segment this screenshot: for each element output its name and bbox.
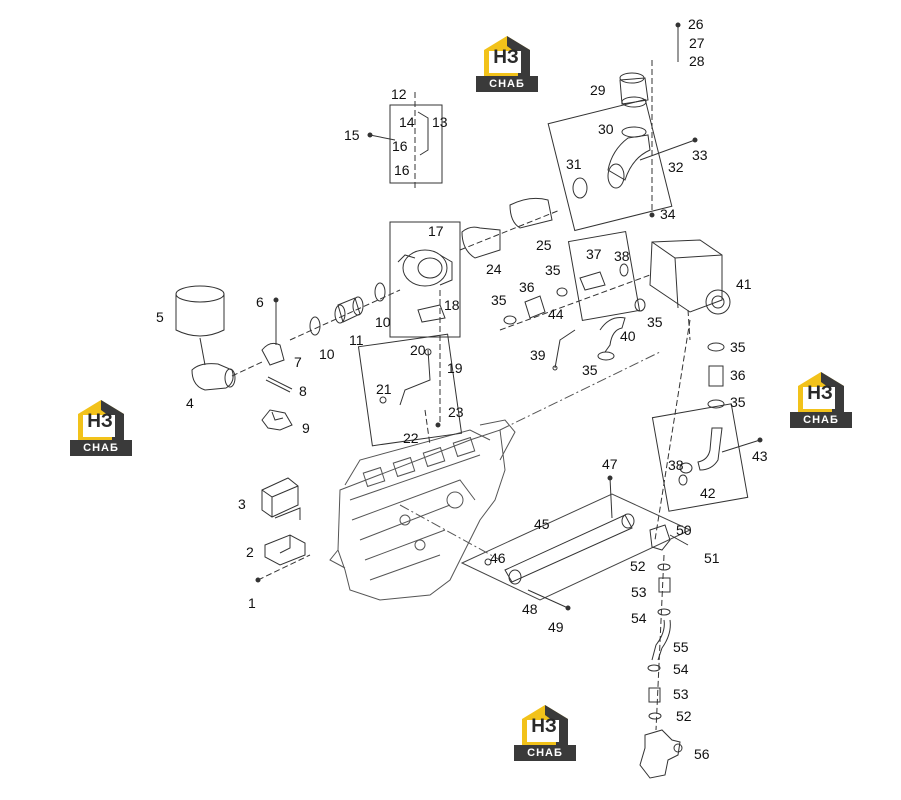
callout-6: 6 — [256, 294, 264, 310]
callout-10: 10 — [375, 314, 391, 330]
callout-40: 40 — [620, 328, 636, 344]
callout-43: 43 — [752, 448, 768, 464]
callout-21: 21 — [376, 381, 392, 397]
callout-28: 28 — [689, 53, 705, 69]
callout-41: 41 — [736, 276, 752, 292]
callout-36: 36 — [519, 279, 535, 295]
coolant-manifold — [499, 230, 731, 371]
logo-house-icon — [78, 400, 124, 440]
nz-snab-logo: НЗ СНАБ — [70, 398, 132, 456]
callout-35: 35 — [491, 292, 507, 308]
callout-32: 32 — [668, 159, 684, 175]
callout-35: 35 — [730, 394, 746, 410]
callout-25: 25 — [536, 237, 552, 253]
callout-53: 53 — [673, 686, 689, 702]
callout-29: 29 — [590, 82, 606, 98]
callout-49: 49 — [548, 619, 564, 635]
turbocharger — [357, 92, 463, 447]
callout-54: 54 — [673, 661, 689, 677]
callout-52: 52 — [676, 708, 692, 724]
callout-35: 35 — [545, 262, 561, 278]
oil-pipe — [460, 475, 692, 611]
callout-54: 54 — [631, 610, 647, 626]
callout-34: 34 — [660, 206, 676, 222]
callout-19: 19 — [447, 360, 463, 376]
callout-50: 50 — [676, 522, 692, 538]
callout-20: 20 — [410, 342, 426, 358]
coolant-hose-assembly — [651, 319, 763, 541]
callout-9: 9 — [302, 420, 310, 436]
callout-11: 11 — [349, 332, 364, 348]
callout-47: 47 — [602, 456, 618, 472]
logo-wordmark: СНАБ — [476, 76, 538, 92]
logo-letters: НЗ — [493, 47, 519, 68]
callout-35: 35 — [582, 362, 598, 378]
callout-15: 15 — [344, 127, 360, 143]
callout-46: 46 — [490, 550, 506, 566]
logo-house-icon — [798, 372, 844, 412]
callout-8: 8 — [299, 383, 307, 399]
air-cleaner — [175, 285, 263, 391]
callout-53: 53 — [631, 584, 647, 600]
callout-18: 18 — [444, 297, 460, 313]
callout-52: 52 — [630, 558, 646, 574]
logo-wordmark: СНАБ — [70, 440, 132, 456]
logo-letters: НЗ — [531, 716, 557, 737]
callout-56: 56 — [694, 746, 710, 762]
callout-7: 7 — [294, 354, 302, 370]
drain-hose-chain — [639, 554, 683, 779]
callout-16: 16 — [394, 162, 410, 178]
callout-10: 10 — [319, 346, 335, 362]
callout-45: 45 — [534, 516, 550, 532]
callout-55: 55 — [673, 639, 689, 655]
callout-1: 1 — [248, 595, 256, 611]
exhaust-pipe — [459, 22, 698, 259]
callout-44: 44 — [548, 306, 564, 322]
logo-wordmark: СНАБ — [514, 745, 576, 761]
callout-27: 27 — [689, 35, 705, 51]
logo-house-icon — [522, 705, 568, 745]
callout-35: 35 — [647, 314, 663, 330]
nz-snab-logo: НЗ СНАБ — [476, 34, 538, 92]
callout-33: 33 — [692, 147, 708, 163]
callout-48: 48 — [522, 601, 538, 617]
callout-13: 13 — [432, 114, 448, 130]
callout-16: 16 — [392, 138, 408, 154]
callout-51: 51 — [704, 550, 720, 566]
callout-17: 17 — [428, 223, 444, 239]
intake-clamps — [261, 282, 401, 431]
engine-block — [329, 419, 516, 601]
nz-snab-logo: НЗ СНАБ — [514, 703, 576, 761]
callout-22: 22 — [403, 430, 419, 446]
logo-letters: НЗ — [807, 383, 833, 404]
logo-wordmark: СНАБ — [790, 412, 852, 428]
callout-31: 31 — [566, 156, 582, 172]
callout-30: 30 — [598, 121, 614, 137]
callout-37: 37 — [586, 246, 602, 262]
logo-house-icon — [484, 36, 530, 76]
engine-mount — [255, 477, 311, 583]
callout-39: 39 — [530, 347, 546, 363]
nz-snab-logo: НЗ СНАБ — [790, 370, 852, 428]
assembly-center-lines — [399, 351, 661, 561]
callout-42: 42 — [700, 485, 716, 501]
callout-38: 38 — [668, 457, 684, 473]
callout-35: 35 — [730, 339, 746, 355]
callout-23: 23 — [448, 404, 464, 420]
callout-38: 38 — [614, 248, 630, 264]
callout-3: 3 — [238, 496, 246, 512]
callout-26: 26 — [688, 16, 704, 32]
callout-24: 24 — [486, 261, 502, 277]
callout-14: 14 — [399, 114, 415, 130]
callout-2: 2 — [246, 544, 254, 560]
callout-36: 36 — [730, 367, 746, 383]
callout-12: 12 — [391, 86, 407, 102]
callout-5: 5 — [156, 309, 164, 325]
callout-4: 4 — [186, 395, 194, 411]
logo-letters: НЗ — [87, 411, 113, 432]
